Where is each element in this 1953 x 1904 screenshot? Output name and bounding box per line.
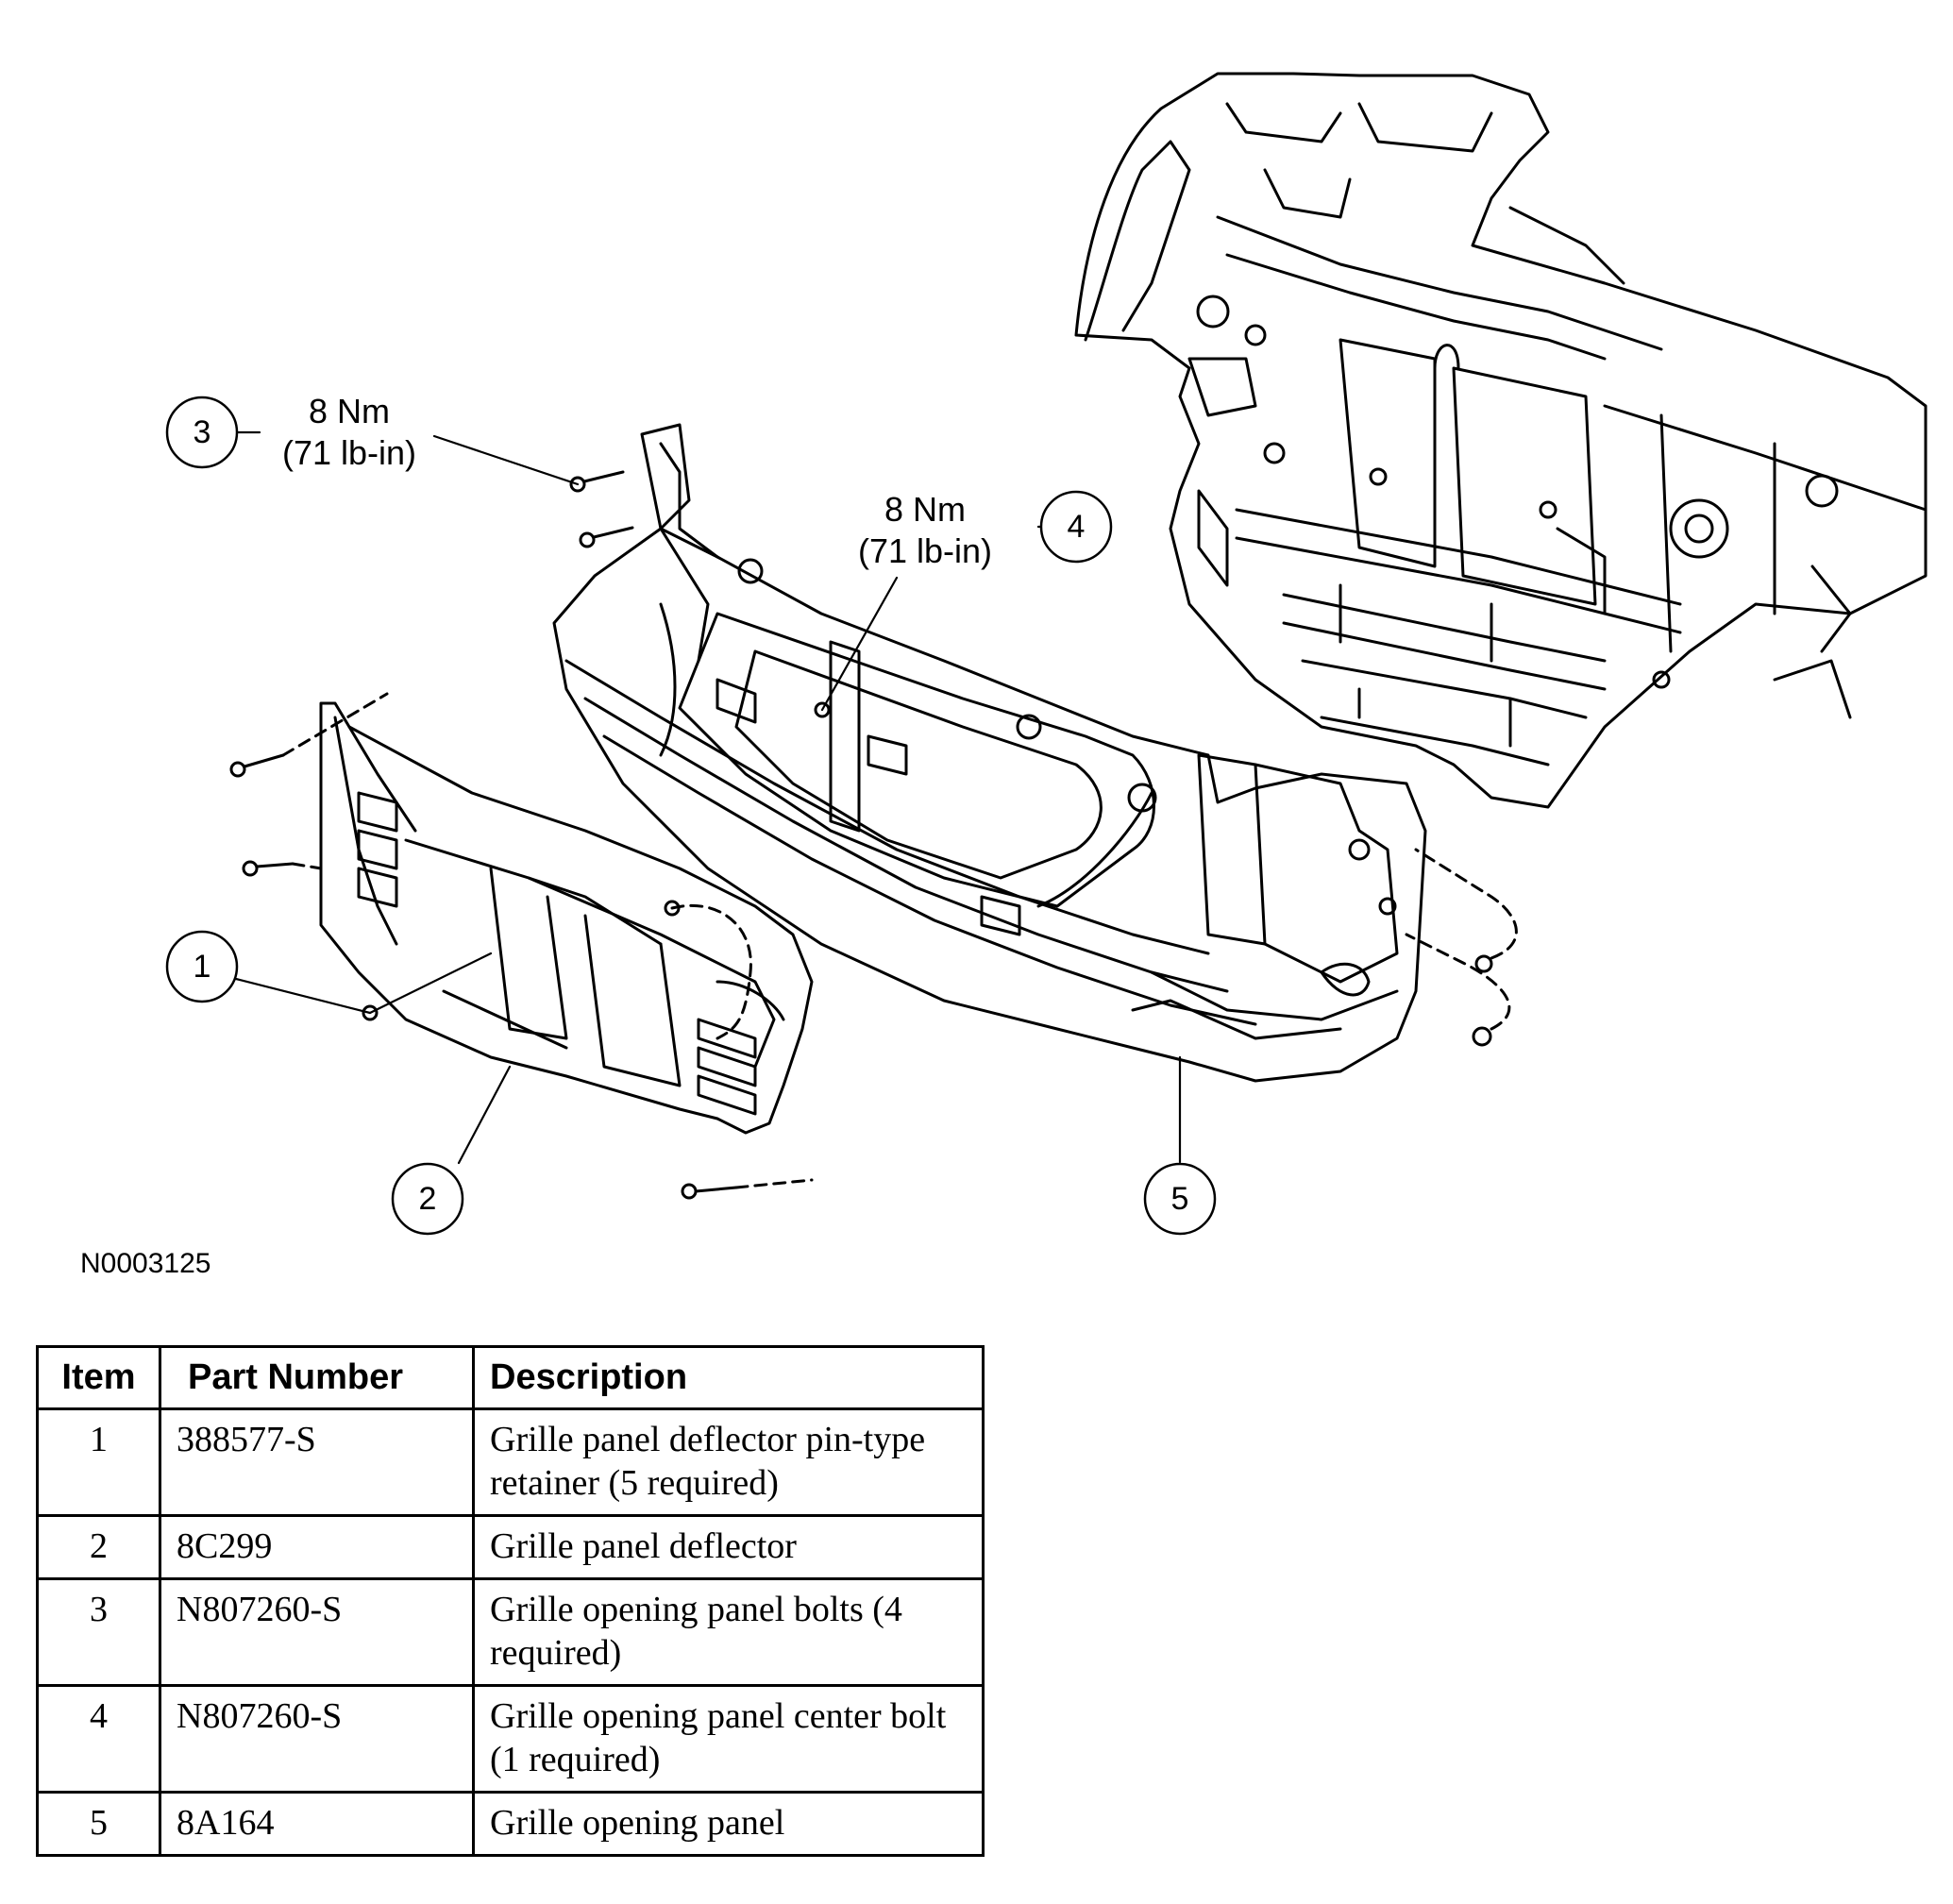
callout-3-torque: 8 Nm bbox=[309, 392, 390, 430]
callout-1-circle bbox=[165, 930, 239, 1003]
table-row: 4 N807260-S Grille opening panel center … bbox=[36, 1684, 985, 1794]
callout-5-number: 5 bbox=[1171, 1181, 1189, 1217]
callout-3-number: 3 bbox=[194, 414, 211, 450]
cell-item: 4 bbox=[36, 1684, 161, 1794]
callout-4-circle bbox=[1039, 490, 1113, 564]
header-description: Description bbox=[472, 1345, 985, 1410]
cell-description: Grille opening panel bolts (4 required) bbox=[472, 1577, 985, 1687]
table-row: 5 8A164 Grille opening panel bbox=[36, 1791, 985, 1857]
table-row: 2 8C299 Grille panel deflector bbox=[36, 1514, 985, 1580]
table-header-row: Item Part Number Description bbox=[36, 1345, 985, 1410]
figure-id: N0003125 bbox=[80, 1248, 210, 1279]
cell-part-number: N807260-S bbox=[159, 1577, 475, 1687]
grille-panel-deflector bbox=[319, 701, 814, 1135]
parts-table: Item Part Number Description 1 388577-S … bbox=[36, 1345, 985, 1857]
cell-item: 3 bbox=[36, 1577, 161, 1687]
cell-part-number: 388577-S bbox=[159, 1407, 475, 1517]
cell-description: Grille panel deflector pin-type retainer… bbox=[472, 1407, 985, 1517]
callout-2-circle bbox=[391, 1162, 464, 1236]
cell-description: Grille opening panel bbox=[472, 1791, 985, 1857]
grille-opening-panel bbox=[552, 423, 1427, 1083]
fastener-bolts bbox=[229, 470, 1493, 1200]
cell-item: 2 bbox=[36, 1514, 161, 1580]
callout-4-torque: 8 Nm bbox=[884, 490, 966, 529]
callout-4-number: 4 bbox=[1068, 509, 1086, 545]
callout-2-number: 2 bbox=[419, 1181, 437, 1217]
callout-3-circle bbox=[165, 396, 239, 469]
cell-item: 5 bbox=[36, 1791, 161, 1857]
cell-part-number: N807260-S bbox=[159, 1684, 475, 1794]
cell-part-number: 8C299 bbox=[159, 1514, 475, 1580]
cell-description: Grille panel deflector bbox=[472, 1514, 985, 1580]
header-item: Item bbox=[36, 1345, 161, 1410]
alignment-lines bbox=[281, 692, 1518, 1189]
vehicle-front-structure bbox=[1074, 72, 1928, 809]
table-row: 1 388577-S Grille panel deflector pin-ty… bbox=[36, 1407, 985, 1517]
exploded-diagram: 1 2 3 4 5 8 Nm (71 lb-in) 8 Nm (71 lb-in… bbox=[80, 72, 1928, 1279]
cell-description: Grille opening panel center bolt (1 requ… bbox=[472, 1684, 985, 1794]
callout-1-number: 1 bbox=[194, 949, 211, 985]
cell-part-number: 8A164 bbox=[159, 1791, 475, 1857]
header-part-number: Part Number bbox=[159, 1345, 475, 1410]
callout-5-circle bbox=[1143, 1162, 1217, 1236]
callout-4-torque-imperial: (71 lb-in) bbox=[858, 531, 992, 570]
callout-3-torque-imperial: (71 lb-in) bbox=[282, 433, 416, 472]
cell-item: 1 bbox=[36, 1407, 161, 1517]
leader-lines bbox=[234, 430, 1182, 1165]
table-row: 3 N807260-S Grille opening panel bolts (… bbox=[36, 1577, 985, 1687]
